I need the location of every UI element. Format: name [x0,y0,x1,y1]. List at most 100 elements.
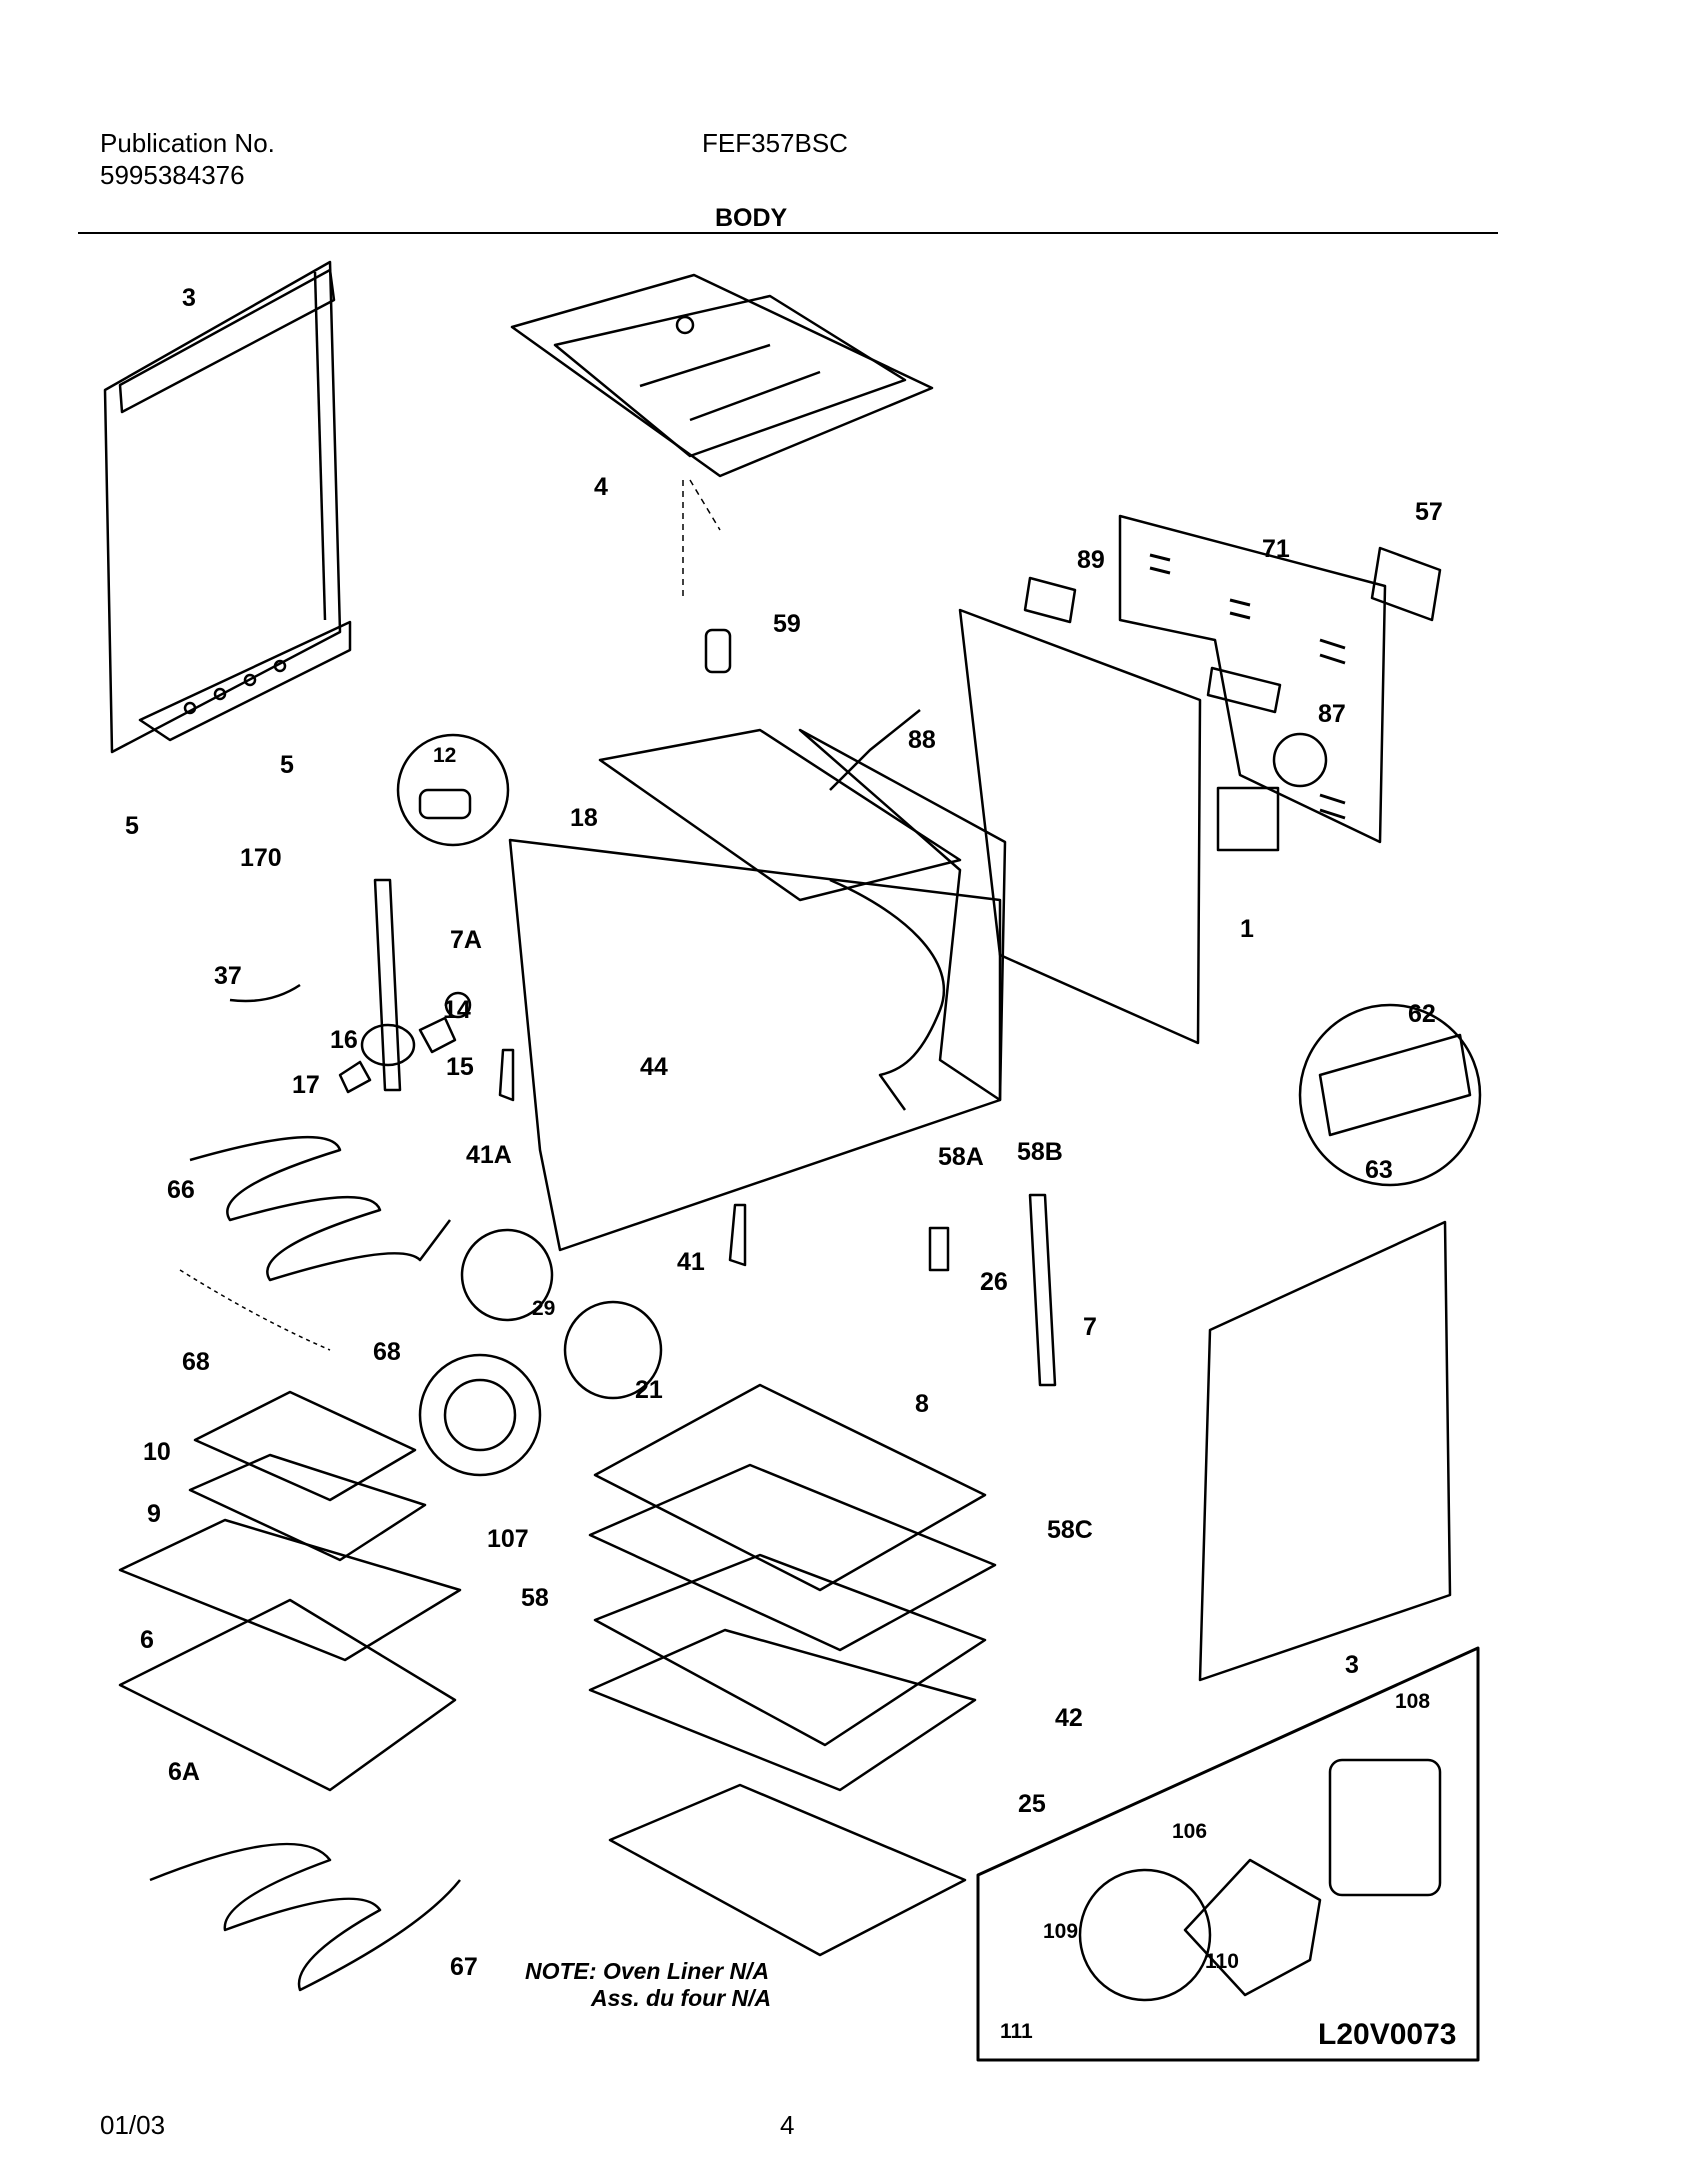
callout-41a: 41A [466,1141,512,1169]
bake-element-67 [149,1842,461,1992]
publication-label: Publication No. [100,128,275,158]
callout-109: 109 [1043,1920,1078,1943]
callout-25: 25 [1018,1790,1046,1818]
callout-7: 7 [1083,1313,1097,1341]
detail-21 [563,1300,663,1400]
note-line-2: Ass. du four N/A [591,1985,772,2011]
callout-106: 106 [1172,1820,1207,1843]
callout-68a: 68 [182,1348,210,1376]
callout-18: 18 [570,804,598,832]
oven-cavity [508,728,1007,1252]
hinge-7 [1028,1193,1057,1387]
detail-29 [460,1228,554,1322]
callout-3: 3 [182,284,196,312]
callout-89: 89 [1077,546,1105,574]
part-88 [829,709,921,791]
callout-5a: 5 [280,751,294,779]
bottom-tray-8 [593,1383,987,1592]
side-panel-right [1198,1220,1452,1682]
hinge-7a [373,878,402,1092]
callout-17: 17 [292,1071,320,1099]
broil-element-66 [189,1135,451,1282]
callout-41: 41 [677,1248,705,1276]
callout-58c: 58C [1047,1516,1093,1544]
callout-44: 44 [640,1053,668,1081]
part-16 [360,1023,416,1067]
callout-42: 42 [1055,1704,1083,1732]
fan-motor-box [976,1646,1480,2062]
callout-14: 14 [443,996,471,1024]
callout-8: 8 [915,1390,929,1418]
callout-37: 37 [214,962,242,990]
callout-67: 67 [450,1953,478,1981]
callout-63: 63 [1365,1156,1393,1184]
part-57 [1370,546,1442,622]
back-panel [958,514,1387,1045]
callout-68b: 68 [373,1338,401,1366]
callout-labels: 3 4 57 71 89 59 87 88 5 5 12 18 170 1 7A… [125,284,1443,2043]
part-87 [1206,666,1282,714]
side-panel-left [103,260,352,754]
callout-170: 170 [240,844,282,872]
section-title: BODY [715,204,788,232]
callout-15: 15 [446,1053,474,1081]
rack-6a [118,1598,457,1792]
callout-6: 6 [140,1626,154,1654]
footer-page: 4 [780,2110,795,2140]
callout-87: 87 [1318,700,1346,728]
callout-10: 10 [143,1438,171,1466]
gasket-58c [588,1463,997,1652]
panel-25 [608,1783,967,1957]
callout-29: 29 [532,1297,555,1320]
callout-57: 57 [1415,498,1443,526]
callout-7a: 7A [450,926,482,954]
broiler-grid-10 [193,1390,417,1502]
header-rule [78,232,1498,234]
insulation-58 [593,1553,987,1747]
callout-9: 9 [147,1500,161,1528]
fan-blade-109 [1078,1868,1212,2002]
panel-42 [588,1628,977,1792]
callout-88: 88 [908,726,936,754]
part-17 [338,1060,372,1094]
callout-58b: 58B [1017,1138,1063,1166]
part-14 [444,991,472,1019]
part-41 [728,1203,747,1267]
callout-110: 110 [1205,1950,1239,1973]
callout-5b: 5 [125,812,139,840]
footer-date: 01/03 [100,2110,166,2140]
detail-62 [1298,1003,1482,1187]
callout-1: 1 [1240,915,1254,943]
part-15 [418,1016,457,1054]
callout-6a: 6A [168,1758,200,1786]
callout-12: 12 [433,744,456,767]
callout-107: 107 [487,1525,529,1553]
diagram-code: L20V0073 [1318,2018,1457,2051]
callout-4: 4 [594,473,608,501]
callout-21: 21 [635,1376,663,1404]
model-number: FEF357BSC [702,128,848,158]
top-panel [510,273,934,478]
callout-71: 71 [1262,535,1290,563]
part-37 [229,983,301,1003]
callout-16: 16 [330,1026,358,1054]
callout-66: 66 [167,1176,195,1204]
callout-59: 59 [773,610,801,638]
callout-58a: 58A [938,1143,984,1171]
publication-number: 5995384376 [100,160,245,190]
motor-108 [1328,1758,1442,1897]
callout-111: 111 [1000,2020,1033,2043]
broiler-pan-9 [188,1453,427,1562]
fan-cover-107 [418,1353,542,1477]
part-26 [928,1226,950,1272]
part-89 [1023,576,1077,624]
note-line-1: NOTE: Oven Liner N/A [525,1958,770,1984]
callout-62: 62 [1408,1000,1436,1028]
callout-108: 108 [1395,1690,1430,1713]
detail-12 [396,733,510,847]
callout-3b: 3 [1345,1651,1359,1679]
bracket-106 [1183,1858,1322,1997]
rack-6 [118,1518,462,1662]
part-59 [704,628,732,674]
